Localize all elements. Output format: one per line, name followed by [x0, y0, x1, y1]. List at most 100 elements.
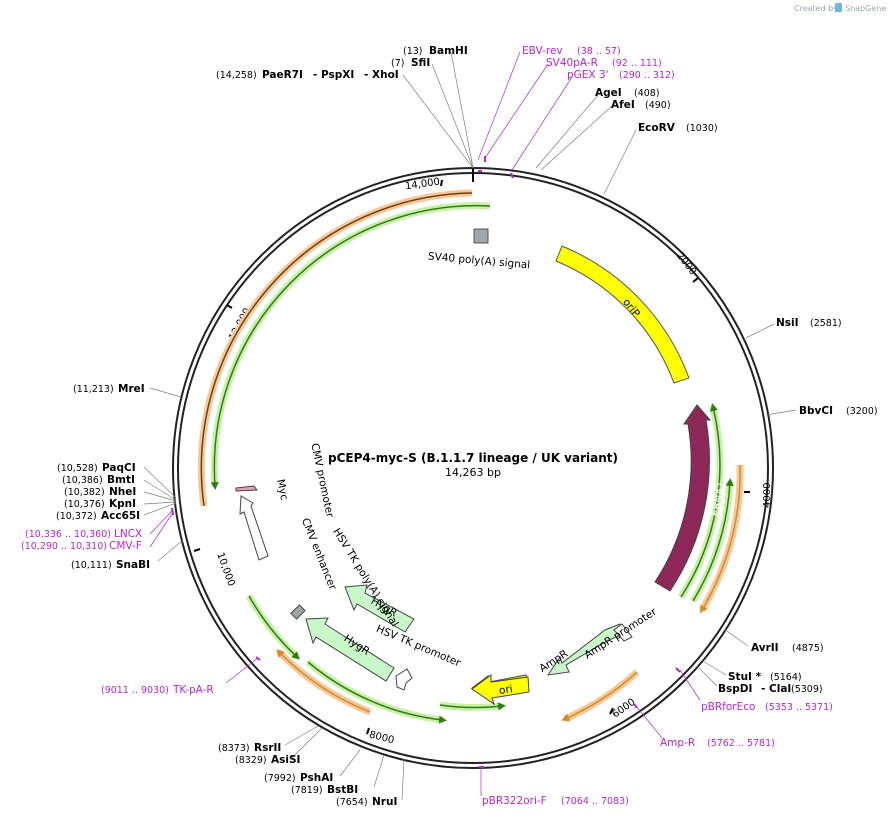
- tk-pa-r-pos: (9011 .. 9030): [101, 685, 169, 696]
- primer-leader-lines: [149, 51, 701, 796]
- paqci-pos: (10,528): [57, 463, 98, 474]
- nrui-pos: (7654): [336, 797, 368, 808]
- myc-feature[interactable]: [235, 485, 258, 492]
- xhoi-leader: [402, 74, 474, 169]
- pbrforeco-leader: [679, 669, 701, 701]
- pbr322ori-f-pos: (7064 .. 7083): [561, 796, 629, 807]
- ruler-label-6000: 6000: [610, 697, 637, 721]
- site-leader-lines: [143, 51, 797, 801]
- clai-label: - ClaI: [761, 683, 791, 695]
- pbr322ori-f-label: pBR322ori-F: [482, 795, 547, 807]
- ampr-promoter-label: AmpR promoter: [582, 605, 659, 661]
- orf-green-arc-4k-b: [692, 478, 734, 602]
- sfii-pos: (7): [391, 58, 404, 69]
- agei-label: AgeI: [595, 87, 622, 99]
- bspdi-leader: [696, 665, 718, 687]
- pgex3-label: pGEX 3': [567, 69, 609, 81]
- orf-green-arc-12k-halo: [210, 202, 491, 487]
- pshai-leader: [339, 749, 361, 777]
- mrei-label: MreI: [118, 383, 145, 395]
- ori-feature[interactable]: [471, 674, 530, 706]
- ruler-tick-2000: [692, 277, 699, 283]
- myc-label: Myc: [274, 478, 290, 501]
- hsv-tk-promoter-feature[interactable]: [395, 668, 413, 691]
- ampr-promoter-feature[interactable]: [613, 623, 633, 642]
- pbrforeco-mark: [675, 667, 681, 673]
- pbrforeco-label: pBRforEco: [701, 701, 755, 713]
- bbvci-pos: (3200): [846, 406, 878, 417]
- ecorv-leader: [603, 129, 637, 195]
- nhei-pos: (10,382): [64, 487, 105, 498]
- afei-label: AfeI: [611, 99, 635, 111]
- pshai-pos: (7992): [264, 773, 296, 784]
- ruler-tick-6000: [609, 707, 614, 715]
- paer7i-pos: (14,258): [216, 70, 257, 81]
- sv40pa-r-pos: (92 .. 111): [612, 58, 662, 69]
- tk-pa-r-label: TK-pA-R: [172, 684, 214, 696]
- orf-arcs: [197, 189, 744, 723]
- bbvci-leader: [765, 409, 797, 416]
- asisi-label: AsiSI: [271, 754, 300, 766]
- bmti-pos: (10,386): [62, 475, 103, 486]
- hsv-tk-polya-feature[interactable]: [290, 604, 306, 620]
- amp-r-leader: [635, 705, 663, 739]
- sfii-label: SfiI: [411, 57, 430, 69]
- orf-arc-12k: [200, 192, 473, 507]
- orf-green-arc-10k-halo: [245, 594, 300, 660]
- primer-marks: [171, 156, 681, 768]
- amp-r-mark: [633, 703, 638, 709]
- ruler-label-2000: 2000: [674, 251, 698, 278]
- lncx-pos: (10,336 .. 10,360): [25, 529, 111, 540]
- ebna1-feature[interactable]: [654, 404, 712, 592]
- hygr-feature-a[interactable]: [344, 584, 415, 633]
- avrii-leader: [723, 628, 749, 647]
- ruler-label-14000: 14,000: [404, 177, 440, 193]
- ebv-rev-pos: (38 .. 57): [577, 46, 621, 57]
- nsii-pos: (2581): [810, 318, 842, 329]
- mrei-leader: [149, 387, 182, 398]
- plasmid-length: 14,263 bp: [445, 466, 501, 479]
- bamhi-label: BamHI: [429, 45, 468, 57]
- sv40-polya-feature[interactable]: [473, 228, 489, 244]
- stui-leader: [700, 659, 727, 676]
- snabi-leader: [157, 539, 184, 562]
- cmv-f-pos: (10,290 .. 10,310): [21, 541, 107, 552]
- tk-pa-r-leader: [225, 657, 259, 684]
- top-site-labels: (13) BamHI (7) SfiI (14,258) PaeR7I - Ps…: [216, 45, 718, 134]
- kpni-label: KpnI: [109, 498, 136, 510]
- bspdi-pos: (5309): [791, 684, 823, 695]
- orip-feature[interactable]: [555, 245, 690, 384]
- ruler-tick-10000: [193, 548, 201, 552]
- paqci-label: PaqCI: [102, 462, 136, 474]
- lncx-label: LNCX: [114, 528, 142, 540]
- asisi-pos: (8329): [235, 755, 267, 766]
- nrui-leader: [401, 758, 405, 801]
- hygr-feature-b[interactable]: [305, 617, 395, 682]
- xhoi-label: - XhoI: [364, 69, 399, 81]
- sv40pa-r-label: SV40pA-R: [546, 57, 598, 69]
- bstbi-label: BstBI: [327, 784, 358, 796]
- afei-leader: [540, 105, 613, 171]
- orf-green-arc-10k: [248, 595, 300, 660]
- ruler-label-10000: 10,000: [214, 551, 236, 588]
- left-site-labels: (10,111) SnaBI (10,372) Acc65I (10,376) …: [56, 383, 150, 571]
- ecorv-pos: (1030): [686, 123, 718, 134]
- agei-pos: (408): [634, 88, 660, 99]
- acc65i-label: Acc65I: [101, 510, 140, 522]
- bamhi-pos: (13): [403, 46, 423, 57]
- ampr-feature[interactable]: [546, 623, 627, 676]
- rsrii-pos: (8373): [218, 743, 250, 754]
- ruler-label-8000: 8000: [368, 729, 395, 746]
- snapgene-logo: Created by SnapGene: [794, 3, 886, 13]
- sfii-leader: [431, 63, 474, 169]
- bstbi-leader: [373, 754, 385, 788]
- orf-arc-4k: [699, 464, 741, 614]
- avrii-pos: (4875): [792, 643, 824, 654]
- ruler-tick-8000: [366, 727, 370, 735]
- ori-label: ori: [498, 683, 513, 697]
- cmv-enhancer-feature[interactable]: [239, 495, 269, 561]
- pgex3-mark: [510, 172, 514, 179]
- cmv-f-label: CMV-F: [109, 540, 142, 552]
- orf-green-arcs: [210, 202, 734, 724]
